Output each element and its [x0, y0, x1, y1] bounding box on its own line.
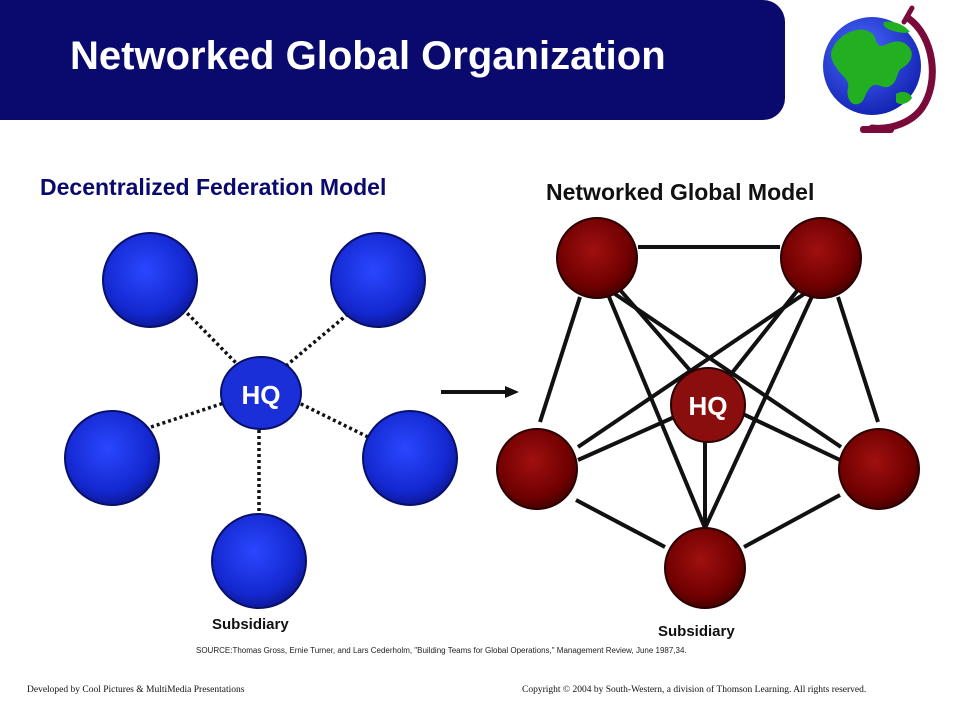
- footer-copyright: Copyright © 2004 by South-Western, a div…: [522, 685, 867, 695]
- spoke-right: [298, 401, 369, 439]
- globe-icon: [823, 5, 936, 133]
- subsidiary-node: [664, 527, 746, 609]
- hq-node-left: [220, 356, 302, 430]
- subsidiary-caption-left: Subsidiary: [212, 616, 289, 633]
- spoke-left: [150, 401, 225, 429]
- footer-credit: Developed by Cool Pictures & MultiMedia …: [27, 685, 245, 695]
- hq-label-left: HQ: [242, 380, 281, 410]
- arrow-right-icon: [441, 386, 519, 398]
- title-bar: Networked Global Organization: [0, 0, 785, 120]
- subsidiary-caption-right: Subsidiary: [658, 623, 735, 640]
- subsidiary-node: [556, 217, 638, 299]
- spoke-top-right: [285, 312, 350, 367]
- subsidiary-node: [211, 513, 307, 609]
- source-note: SOURCE:Thomas Gross, Ernie Turner, and L…: [196, 646, 687, 655]
- network-links: [538, 245, 880, 549]
- hq-node-right: [670, 367, 746, 443]
- subsidiary-node: [330, 232, 426, 328]
- page-title: Networked Global Organization: [70, 34, 666, 78]
- networked-model-heading: Networked Global Model: [546, 179, 815, 205]
- spoke-top-left: [181, 307, 238, 365]
- subsidiary-node: [496, 428, 578, 510]
- federation-spokes: [150, 307, 369, 513]
- subsidiary-node: [102, 232, 198, 328]
- subsidiary-node: [780, 217, 862, 299]
- federation-model-heading: Decentralized Federation Model: [40, 174, 387, 200]
- subsidiary-node: [64, 410, 160, 506]
- subsidiary-node: [838, 428, 920, 510]
- hq-label-right: HQ: [689, 391, 728, 421]
- subsidiary-node: [362, 410, 458, 506]
